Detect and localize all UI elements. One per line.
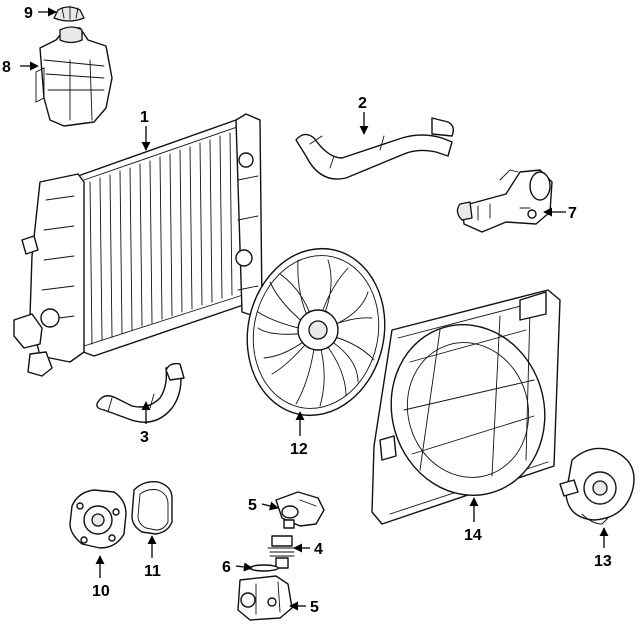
thermostat-seal-ring xyxy=(249,564,279,572)
reservoir-cap xyxy=(53,5,85,22)
callout-5-upper: 5 xyxy=(248,497,257,514)
water-outlet-housing-lower xyxy=(237,575,293,621)
water-pump xyxy=(69,489,127,549)
thermostat-outlet-housing xyxy=(456,169,553,233)
water-pump-gasket xyxy=(131,480,173,535)
callout-11: 11 xyxy=(144,563,161,580)
fan-motor xyxy=(559,447,635,525)
callout-12: 12 xyxy=(290,441,308,458)
callout-3: 3 xyxy=(140,429,149,446)
leader-lines xyxy=(20,7,609,611)
callout-13: 13 xyxy=(594,553,612,570)
cooling-fan-blade xyxy=(246,247,386,417)
thermostat xyxy=(267,535,297,569)
callout-8: 8 xyxy=(2,59,11,76)
callout-labels: 9 8 1 2 7 3 12 14 13 10 11 5 4 6 5 xyxy=(2,5,612,616)
coolant-reservoir xyxy=(35,26,113,127)
thermostat-housing-upper xyxy=(275,491,325,529)
lower-radiator-hose xyxy=(96,362,185,423)
callout-1: 1 xyxy=(140,109,149,126)
upper-radiator-hose xyxy=(295,117,455,180)
callout-10: 10 xyxy=(92,583,110,600)
callout-2: 2 xyxy=(358,95,367,112)
callout-7: 7 xyxy=(568,205,577,222)
callout-5-lower: 5 xyxy=(310,599,319,616)
fan-shroud xyxy=(371,289,561,525)
callout-9: 9 xyxy=(24,5,33,22)
radiator-core-fins xyxy=(89,132,233,345)
radiator xyxy=(13,113,263,377)
fan-blades xyxy=(257,259,375,407)
callout-14: 14 xyxy=(464,527,482,544)
callout-6: 6 xyxy=(222,559,231,576)
callout-4: 4 xyxy=(314,541,323,558)
